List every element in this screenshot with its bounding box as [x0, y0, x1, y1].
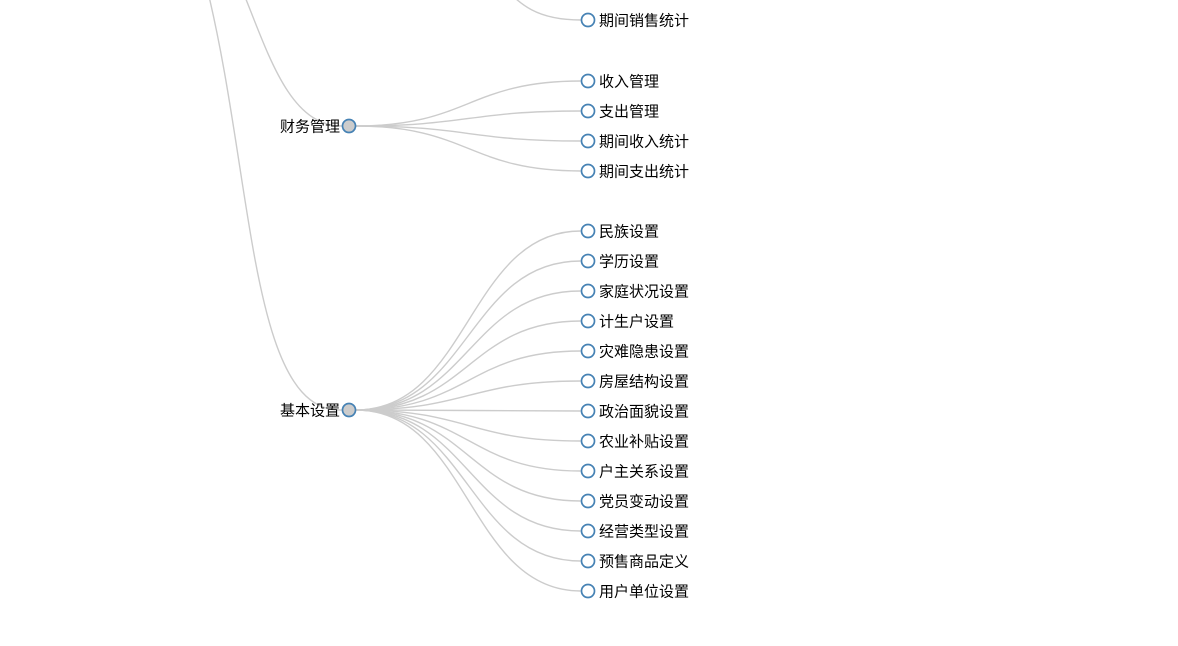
leaf-node-label[interactable]: 计生户设置	[599, 313, 674, 330]
leaf-node-circle[interactable]	[580, 373, 596, 389]
tree-link	[355, 125, 581, 142]
leaf-node-label[interactable]: 户主关系设置	[599, 463, 689, 480]
tree-link	[355, 409, 581, 562]
leaf-node-circle[interactable]	[580, 283, 596, 299]
leaf-node-circle[interactable]	[580, 73, 596, 89]
tree-link	[355, 125, 581, 172]
leaf-node-label[interactable]: 支出管理	[599, 103, 659, 120]
leaf-node-circle[interactable]	[580, 253, 596, 269]
tree-link	[355, 110, 581, 127]
leaf-node-circle[interactable]	[580, 523, 596, 539]
branch-node-label[interactable]: 基本设置	[280, 402, 340, 419]
leaf-node-label[interactable]: 政治面貌设置	[599, 403, 689, 420]
leaf-node-circle[interactable]	[580, 343, 596, 359]
leaf-node-label[interactable]: 期间销售统计	[599, 12, 689, 29]
leaf-node-label[interactable]: 收入管理	[599, 73, 659, 90]
leaf-node-circle[interactable]	[580, 553, 596, 569]
leaf-node-circle[interactable]	[580, 493, 596, 509]
branch-node-label[interactable]: 财务管理	[280, 118, 340, 135]
leaf-node-label[interactable]: 灾难隐患设置	[599, 343, 689, 360]
leaf-node-circle[interactable]	[580, 12, 596, 28]
leaf-node-label[interactable]: 预售商品定义	[599, 553, 689, 570]
leaf-node-label[interactable]: 期间支出统计	[599, 163, 689, 180]
leaf-node-label[interactable]: 民族设置	[599, 223, 659, 240]
branch-node-circle[interactable]	[341, 118, 357, 134]
leaf-node-circle[interactable]	[580, 103, 596, 119]
tree-link	[355, 320, 581, 411]
branch-node-circle[interactable]	[341, 402, 357, 418]
leaf-node-circle[interactable]	[580, 163, 596, 179]
leaf-node-label[interactable]: 经营类型设置	[599, 523, 689, 540]
root-tree-link	[516, 0, 582, 21]
tree-link	[355, 350, 581, 411]
leaf-node-label[interactable]: 农业补贴设置	[599, 433, 689, 450]
tree-link	[355, 290, 581, 411]
tree-link	[355, 409, 581, 472]
tree-link	[355, 409, 581, 532]
leaf-node-label[interactable]: 家庭状况设置	[599, 283, 689, 300]
tree-link	[355, 409, 581, 442]
leaf-node-circle[interactable]	[580, 463, 596, 479]
leaf-node-circle[interactable]	[580, 223, 596, 239]
tree-link	[355, 409, 581, 592]
leaf-node-circle[interactable]	[580, 433, 596, 449]
tree-link	[355, 409, 581, 412]
leaf-node-label[interactable]: 期间收入统计	[599, 133, 689, 150]
tree-link	[355, 80, 581, 127]
tree-link	[355, 230, 581, 411]
leaf-node-circle[interactable]	[580, 583, 596, 599]
leaf-node-label[interactable]: 房屋结构设置	[599, 373, 689, 390]
root-tree-link	[245, 0, 343, 127]
tree-link	[355, 380, 581, 411]
leaf-node-circle[interactable]	[580, 313, 596, 329]
leaf-node-label[interactable]: 用户单位设置	[599, 583, 689, 600]
tree-link	[355, 409, 581, 502]
leaf-node-circle[interactable]	[580, 403, 596, 419]
leaf-node-circle[interactable]	[580, 133, 596, 149]
tree-link	[355, 260, 581, 411]
leaf-node-label[interactable]: 学历设置	[599, 253, 659, 270]
leaf-node-label[interactable]: 党员变动设置	[599, 493, 689, 510]
root-tree-link	[209, 0, 343, 411]
